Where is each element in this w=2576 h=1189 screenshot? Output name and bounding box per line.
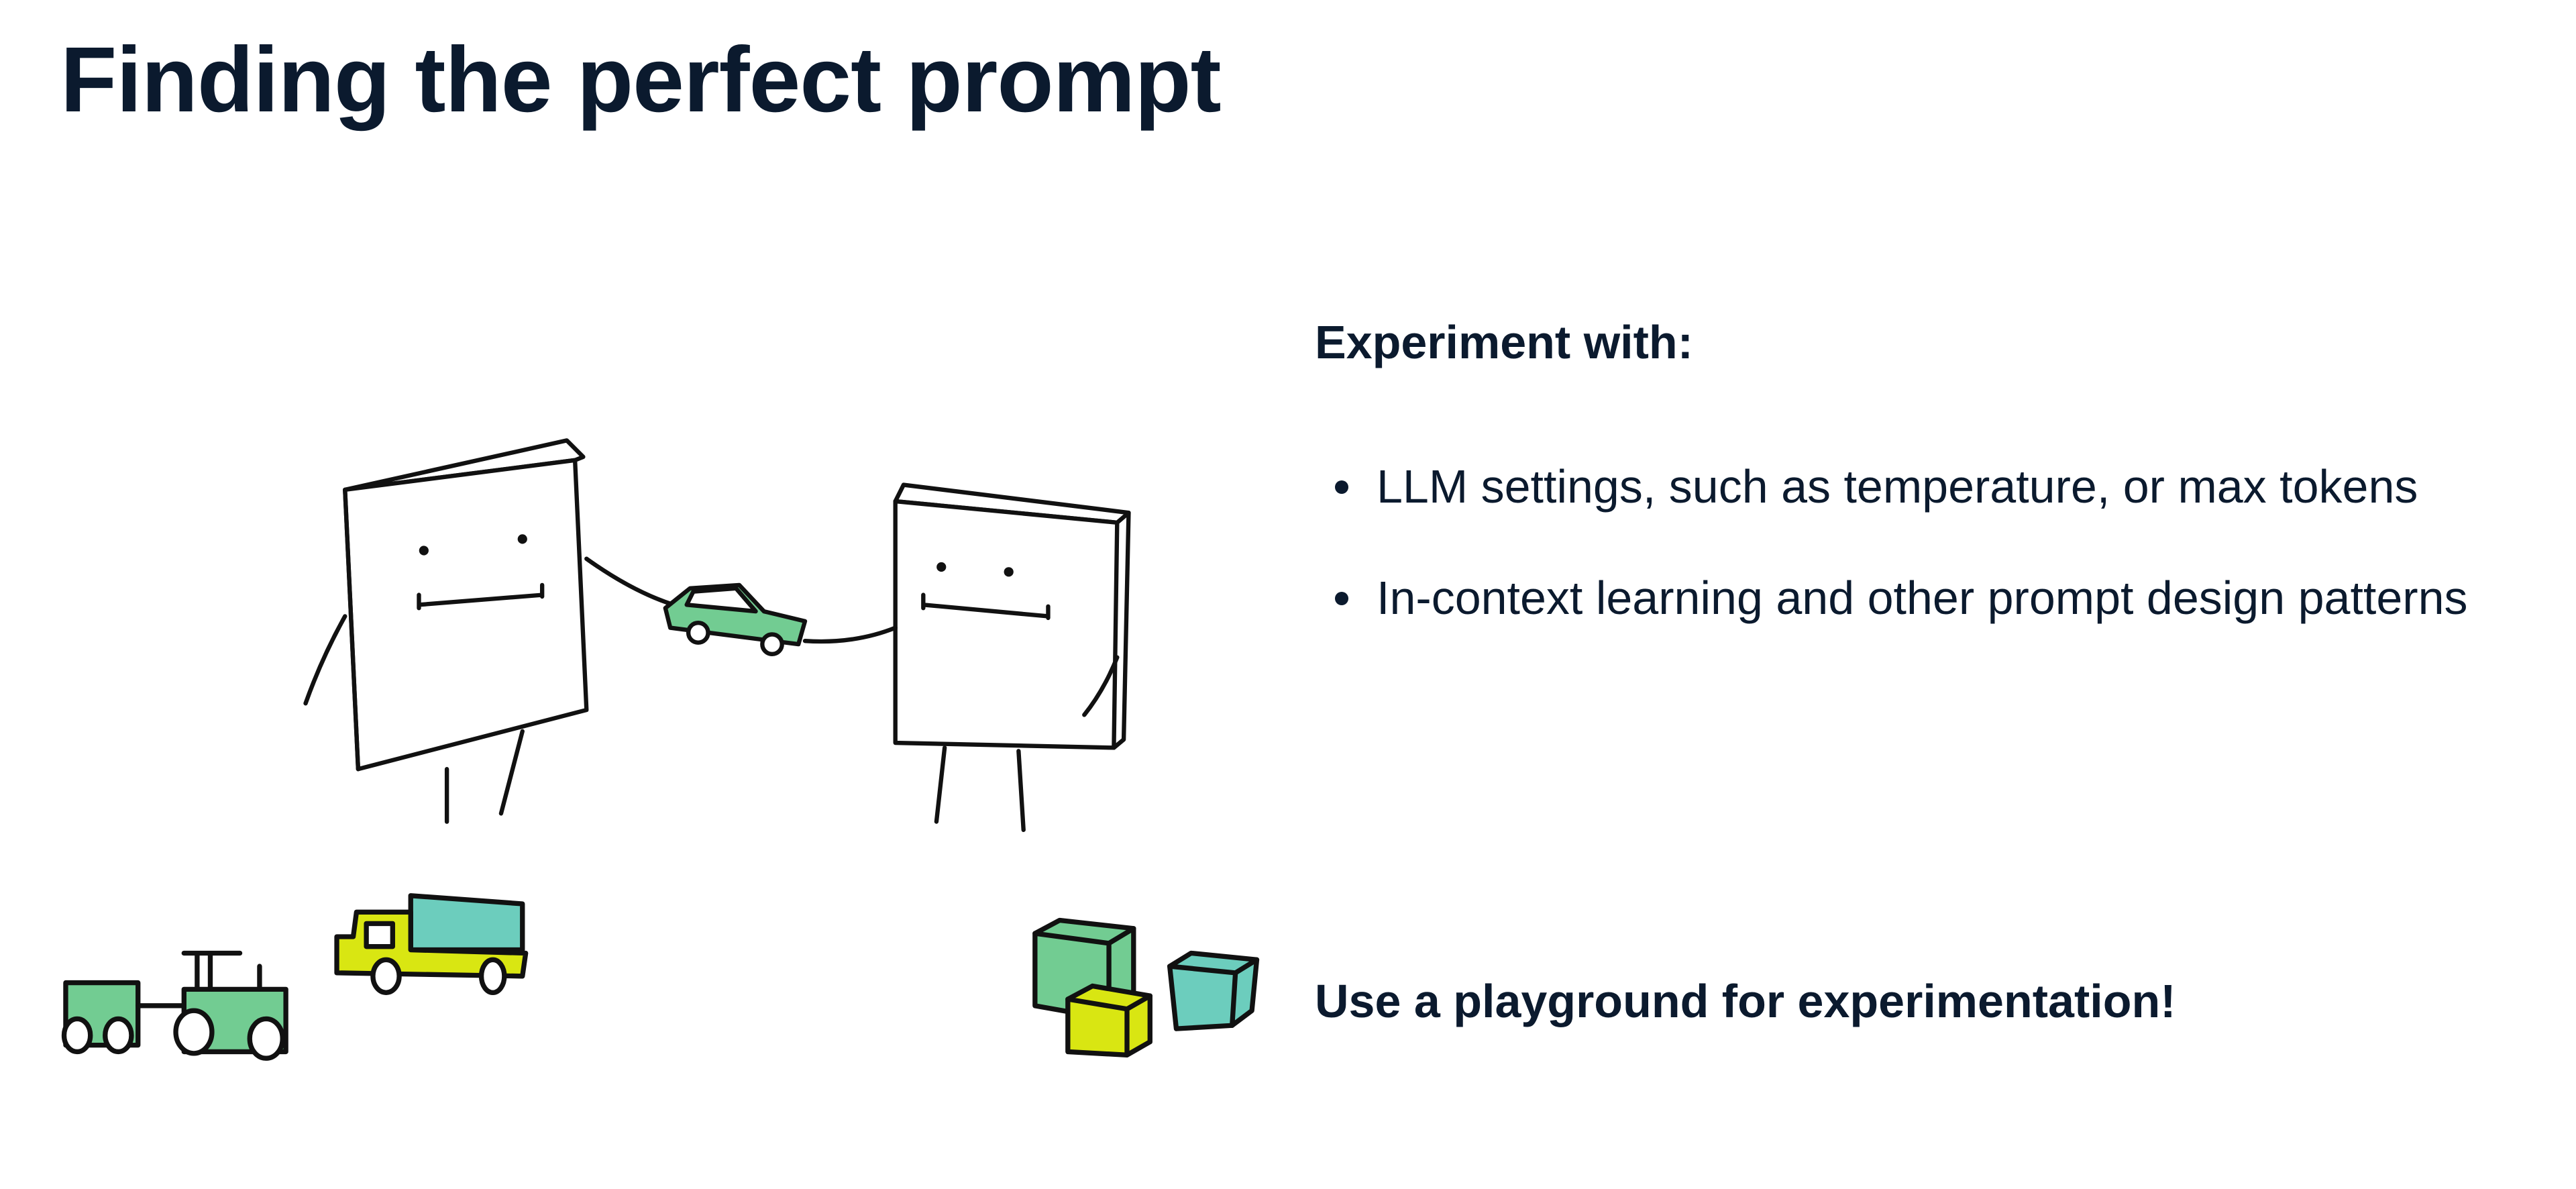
slide-title: Finding the perfect prompt (60, 28, 1222, 132)
right-character-illustration (802, 482, 1131, 832)
list-item-text: In-context learning and other prompt des… (1377, 572, 2468, 624)
list-item-text: LLM settings, such as temperature, or ma… (1377, 460, 2418, 513)
bullet-icon (1335, 592, 1348, 605)
left-character-illustration (303, 438, 676, 824)
blocks-icon (1032, 917, 1260, 1057)
toy-car-icon (663, 582, 808, 656)
list-item: In-context learning and other prompt des… (1315, 561, 2522, 635)
list-item: LLM settings, such as temperature, or ma… (1315, 450, 2522, 524)
tractor-icon (61, 950, 288, 1061)
call-to-action: Use a playground for experimentation! (1315, 975, 2176, 1027)
truck-icon (334, 893, 529, 995)
bullet-icon (1335, 480, 1348, 494)
section-heading: Experiment with: (1315, 316, 1693, 368)
bullet-list: LLM settings, such as temperature, or ma… (1315, 450, 2522, 672)
